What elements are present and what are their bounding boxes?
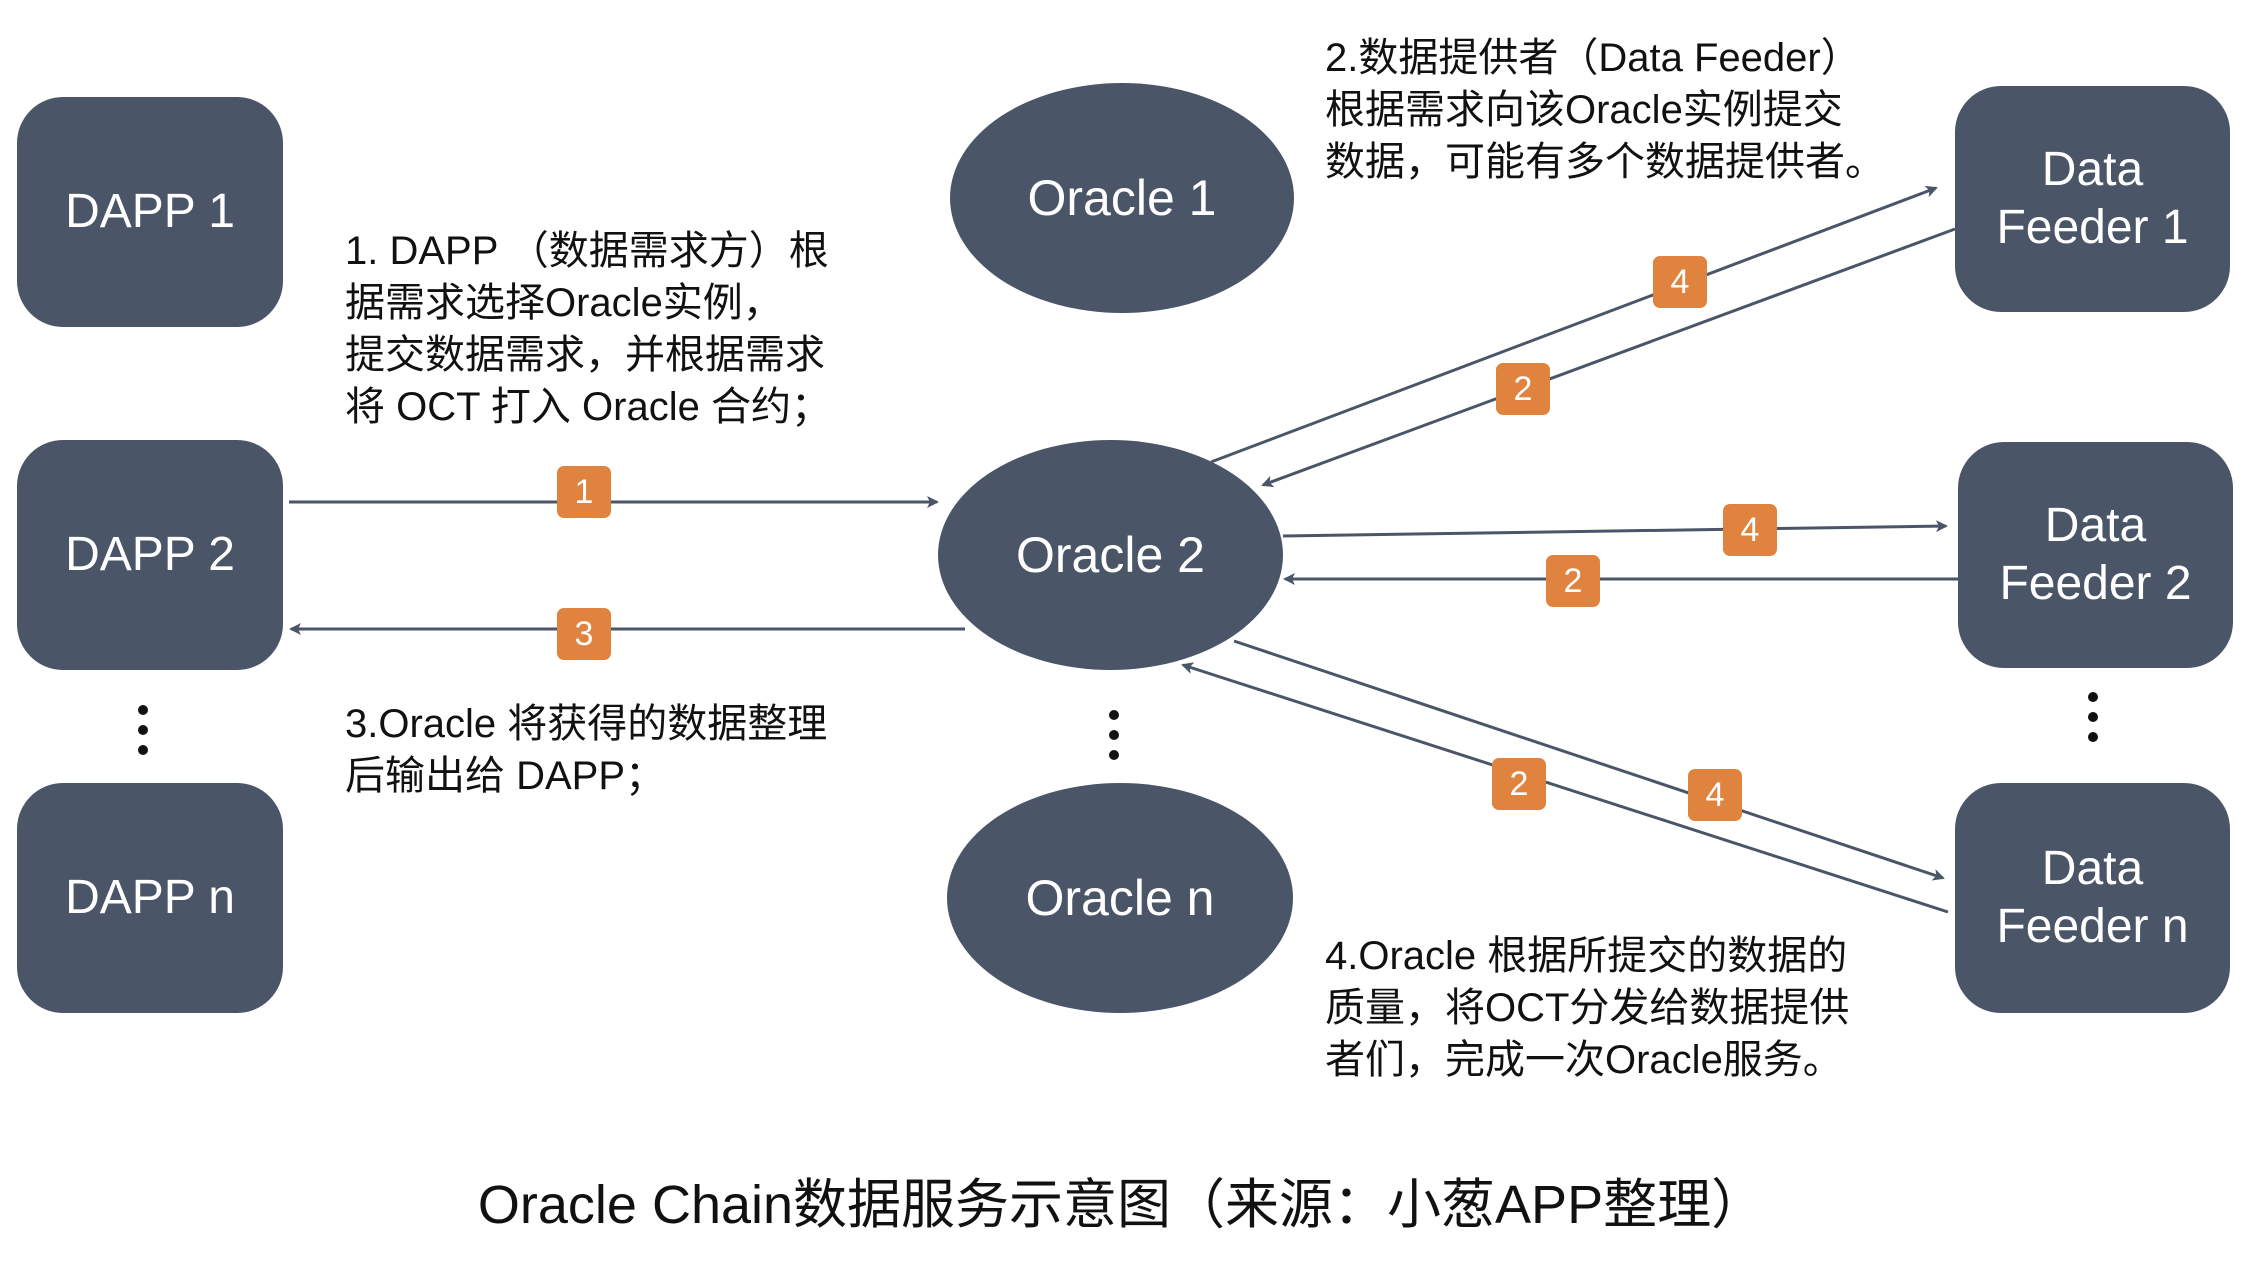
step-badge-2-feeder1: 2 [1496, 363, 1550, 415]
oracle-n-node: Oracle n [947, 783, 1293, 1013]
arrow-oracle2-to-feeder2 [1282, 520, 1948, 538]
step-badge-4-feeder2: 4 [1723, 504, 1777, 556]
feeder-n-label-line1: Data [2041, 842, 2144, 895]
arrow-feedern-to-oracle2 [1181, 662, 1949, 914]
oracle-2-label: Oracle 2 [1016, 527, 1205, 583]
feeder-2-label-line1: Data [2044, 499, 2147, 552]
step-badge-4-feeder1: 4 [1653, 256, 1707, 308]
dapp-n-label: DAPP n [65, 871, 235, 924]
dapp-1-node: DAPP 1 [17, 97, 283, 327]
step-3-description: 3.Oracle 将获得的数据整理 后输出给 DAPP； [345, 702, 828, 798]
feeder-2-label-line2: Feeder 2 [1999, 557, 2192, 610]
oracle-1-label: Oracle 1 [1027, 170, 1217, 226]
figure-caption: Oracle Chain数据服务示意图（来源：小葱APP整理） [477, 1175, 1766, 1235]
feeder-ellipsis [2088, 692, 2098, 752]
feeder-n-label-line2: Feeder n [1996, 900, 2189, 953]
dapp-ellipsis [138, 705, 148, 765]
step-badge-3: 3 [557, 608, 611, 660]
feeder-2-node: Data Feeder 2 [1958, 442, 2233, 668]
feeder-n-node: Data Feeder n [1955, 783, 2230, 1013]
oracle-2-node: Oracle 2 [938, 440, 1283, 670]
feeder-1-label-line1: Data [2041, 143, 2144, 196]
feeder-1-label-line2: Feeder 1 [1996, 201, 2189, 254]
feeder-1-node: Data Feeder 1 [1955, 86, 2230, 312]
dapp-2-node: DAPP 2 [17, 440, 283, 670]
step-2-description: 2.数据提供者（Data Feeder） 根据需求向该Oracle实例提交 数据… [1325, 36, 1885, 184]
step-1-description: 1. DAPP （数据需求方）根 据需求选择Oracle实例， 提交数据需求，并… [345, 229, 831, 429]
arrow-oracle2-to-feedern [1233, 639, 1945, 881]
oracle-n-label: Oracle n [1025, 870, 1215, 926]
oracle-ellipsis [1109, 710, 1119, 770]
dapp-1-label: DAPP 1 [65, 185, 235, 238]
arrow-feeder1-to-oracle2 [1261, 227, 1956, 488]
step-badge-1: 1 [557, 466, 611, 518]
dapp-n-node: DAPP n [17, 783, 283, 1013]
step-badge-2-feedern: 2 [1492, 758, 1546, 810]
oracle-1-node: Oracle 1 [950, 83, 1294, 313]
step-4-description: 4.Oracle 根据所提交的数据的 质量，将OCT分发给数据提供 者们，完成一… [1325, 934, 1850, 1082]
step-badge-4-feedern: 4 [1688, 769, 1742, 821]
dapp-2-label: DAPP 2 [65, 528, 235, 581]
step-badge-2-feeder2: 2 [1546, 555, 1600, 607]
arrow-oracle2-to-feeder1 [1210, 185, 1938, 464]
